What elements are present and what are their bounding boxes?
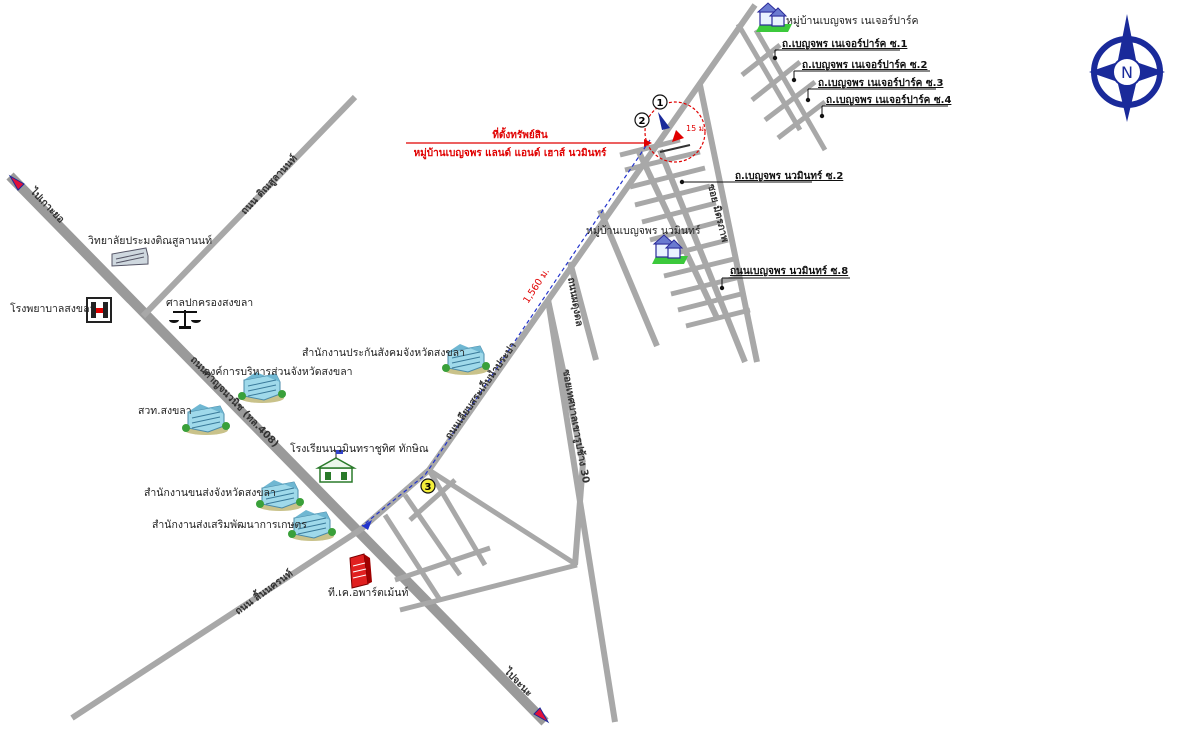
road-network	[6, 3, 828, 726]
apartment: ที.เค.อพาร์ตเม้นท์	[328, 553, 408, 599]
agri-office: สำนักงานส่งเสริมพัฒนาการเกษตร	[152, 509, 337, 542]
school-label: โรงเรียนนวมินทราชูทิศ ทักษิณ	[290, 442, 429, 455]
university-label: วิทยาลัยประมงติณสูลานนท์	[88, 234, 212, 247]
school-icon	[315, 450, 357, 483]
court-scales-icon	[169, 310, 201, 329]
pao: องค์การบริหารส่วนจังหวัดสงขลา	[204, 365, 353, 404]
marker-3-label: 3	[425, 482, 432, 493]
soi-np3: ถ.เบญจพร เนเจอร์ปาร์ค ซ.3	[805, 77, 943, 103]
court: ศาลปกครองสงขลา	[166, 297, 253, 329]
soi-np4-label: ถ.เบญจพร เนเจอร์ปาร์ค ซ.4	[826, 94, 951, 106]
apartment-icon	[349, 553, 372, 589]
village-nawamin-label: หมู่บ้านเบญจพร นวมินทร์	[586, 224, 701, 237]
transport-office: สำนักงานขนส่งจังหวัดสงขลา	[144, 479, 305, 512]
soi-nw2-label: ถ.เบญจพร นวมินทร์ ซ.2	[735, 170, 843, 182]
hospital: โรงพยาบาลสงขลา	[10, 297, 112, 323]
compass-icon: N	[1089, 14, 1165, 122]
social-security-label: สำนักงานประกันสังคมจังหวัดสงขลา	[302, 347, 465, 359]
property-name: หมู่บ้านเบญจพร แลนด์ แอนด์ เฮาส์ นวมินทร…	[414, 147, 607, 160]
soi-np2: ถ.เบญจพร เนเจอร์ปาร์ค ซ.2	[791, 59, 930, 83]
property-location[interactable]	[644, 101, 706, 163]
pao-label: องค์การบริหารส่วนจังหวัดสงขลา	[204, 365, 353, 378]
soi-np4: ถ.เบญจพร เนเจอร์ปาร์ค ซ.4	[819, 94, 951, 119]
marker-1: 1	[652, 94, 668, 110]
soi-nw8: ถนนเบญจพร นวมินทร์ ซ.8	[719, 265, 850, 291]
road-label-sinakorn: ถนน สิ้นนครนท์	[232, 566, 296, 618]
soi-nw8-label: ถนนเบญจพร นวมินทร์ ซ.8	[730, 265, 848, 277]
road-label-tinsulanon: ถนน ติณสูลานนท์	[238, 152, 300, 218]
marker-2: 2	[634, 112, 650, 128]
to-chana: ไปจะนะ	[501, 664, 550, 724]
to-kohyo: ไปเกาะยอ	[8, 174, 68, 226]
village-nawamin: หมู่บ้านเบญจพร นวมินทร์	[586, 224, 701, 265]
property-title: ที่ตั้งทรัพย์สิน	[492, 127, 547, 141]
transport-office-label: สำนักงานขนส่งจังหวัดสงขลา	[144, 487, 276, 499]
hospital-label: โรงพยาบาลสงขลา	[10, 302, 95, 315]
soi-np3-label: ถ.เบญจพร เนเจอร์ปาร์ค ซ.3	[818, 77, 943, 89]
agri-office-label: สำนักงานส่งเสริมพัฒนาการเกษตร	[152, 519, 307, 531]
soi-np2-label: ถ.เบญจพร เนเจอร์ปาร์ค ซ.2	[802, 59, 927, 71]
university: วิทยาลัยประมงติณสูลานนท์	[88, 234, 212, 267]
district-office: สวท.สงขลา	[138, 403, 231, 436]
marker-1-label: 1	[657, 98, 664, 109]
social-security: สำนักงานประกันสังคมจังหวัดสงขลา	[302, 343, 491, 376]
court-label: ศาลปกครองสงขลา	[166, 297, 253, 309]
compass-letter: N	[1121, 63, 1133, 82]
village-nature-park-label: หมู่บ้านเบญจพร เนเจอร์ปาร์ค	[786, 14, 919, 27]
soi-np1-label: ถ.เบญจพร เนเจอร์ปาร์ค ซ.1	[782, 38, 907, 50]
apartment-label: ที.เค.อพาร์ตเม้นท์	[328, 586, 408, 599]
hospital-icon	[86, 297, 112, 323]
radius-label: 15 ม.	[686, 124, 707, 133]
soi-np1: ถ.เบญจพร เนเจอร์ปาร์ค ซ.1	[772, 38, 907, 61]
school: โรงเรียนนวมินทราชูทิศ ทักษิณ	[290, 442, 429, 483]
district-office-label: สวท.สงขลา	[138, 405, 192, 417]
marker-3: 3	[420, 478, 436, 494]
village-nature-park: หมู่บ้านเบญจพร เนเจอร์ปาร์ค	[755, 2, 919, 33]
soi-nw2: ถ.เบญจพร นวมินทร์ ซ.2	[679, 170, 843, 185]
route-to-property	[361, 139, 652, 530]
building-icon	[111, 247, 149, 267]
marker-2-label: 2	[639, 116, 646, 127]
